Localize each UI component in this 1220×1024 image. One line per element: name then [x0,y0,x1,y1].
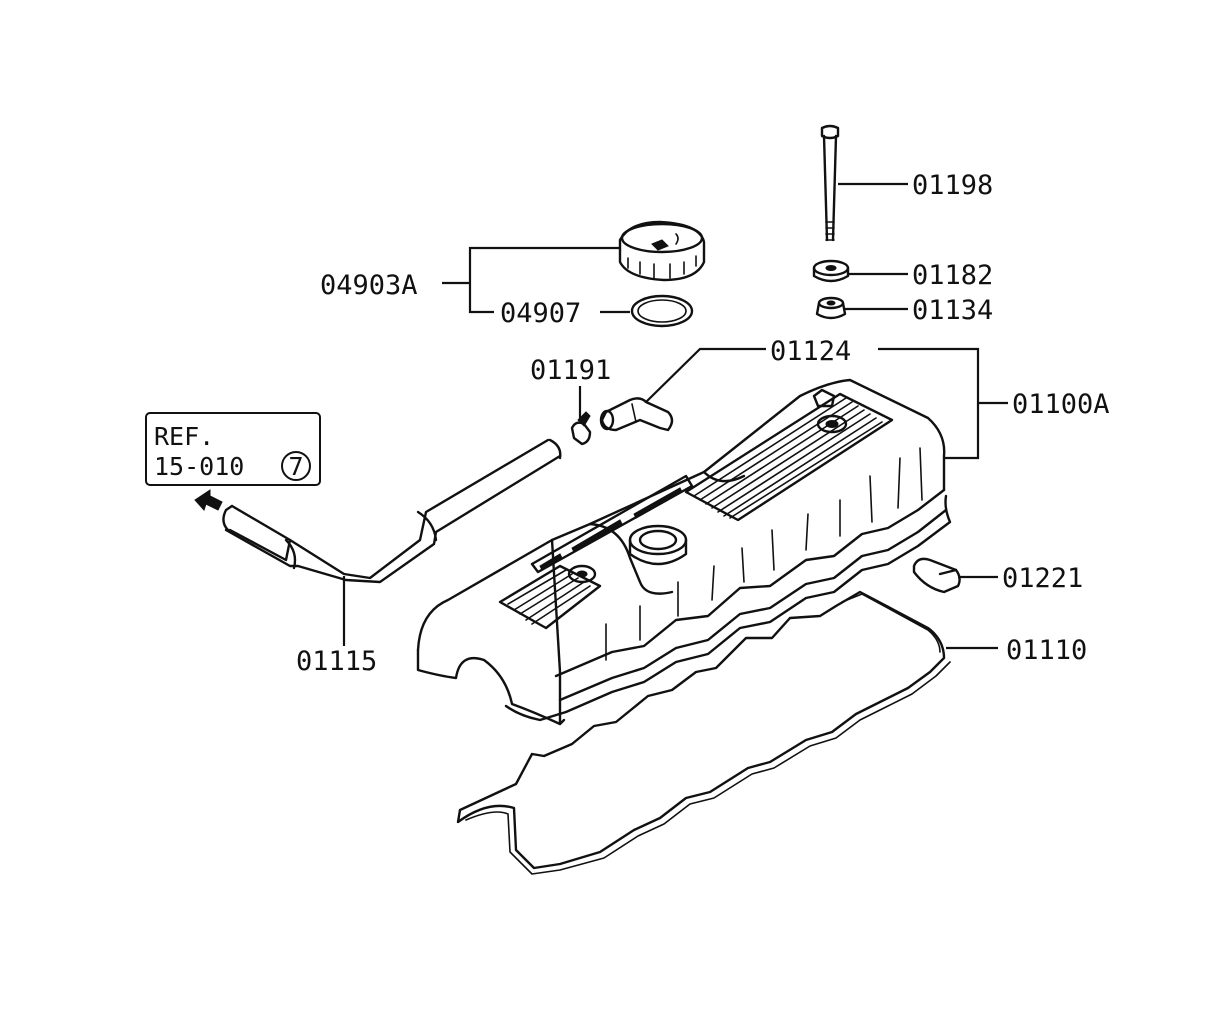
label-01182: 01182 [912,260,993,291]
pcv-fitting-01124 [599,397,674,432]
rocker-cover-gasket-01110 [456,590,951,875]
rocker-cover-01100A [416,378,952,726]
label-01191: 01191 [530,355,611,386]
breather-hose-01115 [222,438,562,584]
reference-label: REF. [154,422,214,451]
label-01100A: 01100A [1012,389,1110,420]
leader-lines [342,182,1008,650]
part-labels: 01198 01182 01134 04903A 04907 01124 011… [296,170,1110,677]
hose-clip-01191 [570,411,592,446]
label-01115: 01115 [296,646,377,677]
label-01134: 01134 [912,295,993,326]
grommet-01134 [815,296,847,320]
reference-circled-number: 7 [288,452,303,481]
cap-gasket-04907 [630,294,694,328]
label-01198: 01198 [912,170,993,201]
bolt-01198 [820,124,840,242]
oil-filler-cap [618,220,706,282]
label-01124: 01124 [770,336,851,367]
reference-box: REF. 15-010 7 [145,412,321,486]
semi-circular-plug-01221 [912,557,961,594]
label-04903A: 04903A [320,270,418,301]
washer-01182 [812,259,850,283]
label-04907: 04907 [500,298,581,329]
label-01221: 01221 [1002,563,1083,594]
reference-number: 15-010 [154,452,244,481]
label-01110: 01110 [1006,635,1087,666]
reference-arrow [194,489,223,511]
